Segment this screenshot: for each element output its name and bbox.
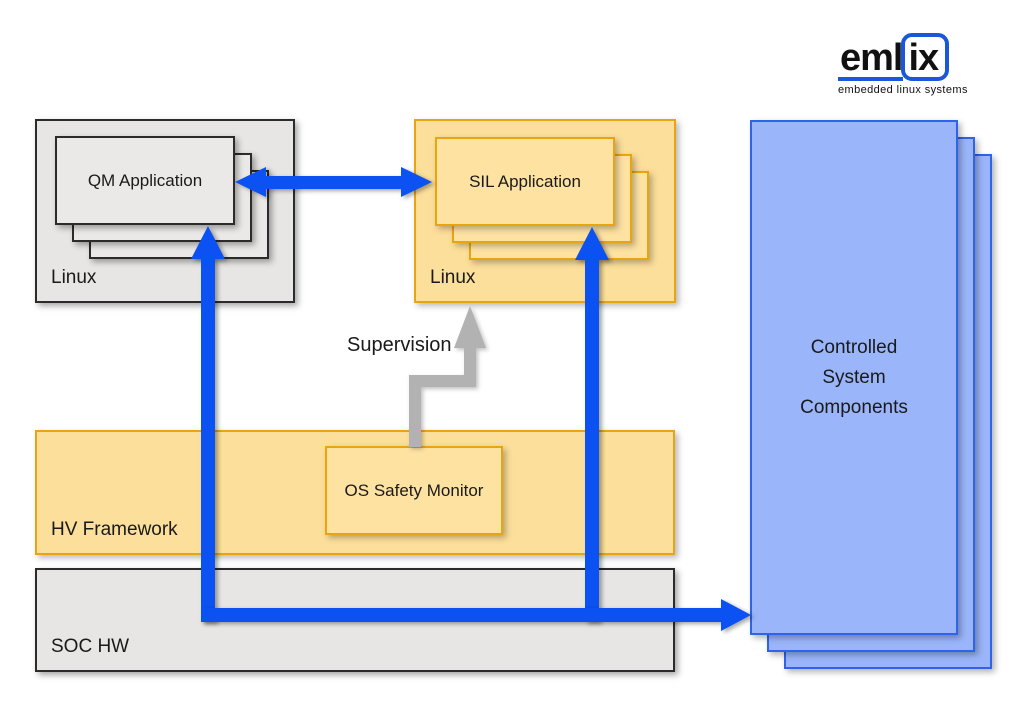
controlled-system-label: Controlled System Components (800, 336, 908, 418)
soc-hw-label: SOC HW (51, 636, 130, 657)
soc-hw-band: SOC HW (35, 568, 675, 672)
controlled-system-box: Controlled System Components (750, 120, 958, 635)
sil-app-box: SIL Application (435, 137, 615, 226)
qm-app-box: QM Application (55, 136, 235, 225)
sil-linux-label: Linux (430, 267, 476, 288)
supervision-label: Supervision (347, 334, 452, 356)
os-safety-monitor-box: OS Safety Monitor (325, 446, 503, 535)
supervision-arrow (409, 306, 486, 447)
emlix-tagline: embedded linux systems (838, 84, 968, 96)
sil-app-label: SIL Application (469, 171, 581, 191)
qm-linux-label: Linux (51, 267, 97, 288)
hv-framework-label: HV Framework (51, 519, 178, 540)
qm-app-label: QM Application (87, 170, 203, 190)
os-safety-monitor-label: OS Safety Monitor (344, 480, 484, 500)
logo-em-underlined: eml (838, 37, 904, 81)
logo-ix-frame: ix (901, 33, 950, 81)
